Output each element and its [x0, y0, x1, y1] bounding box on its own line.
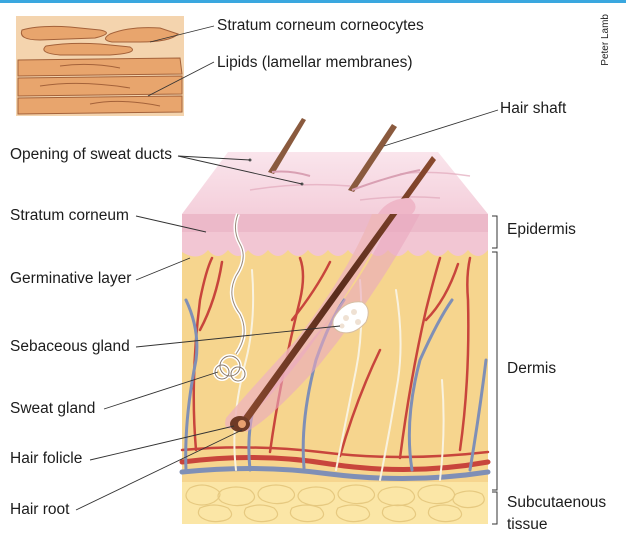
label-epidermis: Epidermis	[507, 221, 576, 238]
label-hair-folicle: Hair folicle	[10, 450, 83, 467]
label-sebaceous-gland: Sebaceous gland	[10, 338, 130, 355]
accent-bar	[0, 0, 626, 3]
hair-shaft	[238, 156, 436, 428]
label-germinative-layer: Germinative layer	[10, 270, 132, 287]
sweat-gland	[213, 213, 247, 383]
credit-text: Peter Lamb	[600, 14, 611, 66]
label-sweat-gland: Sweat gland	[10, 400, 96, 417]
hair-follicle	[225, 214, 420, 432]
label-stratum-corneum: Stratum corneum	[10, 207, 129, 224]
label-hair-root: Hair root	[10, 501, 70, 518]
label-subcutaneous-line2: tissue	[507, 516, 548, 533]
leader-lines	[75, 25, 499, 511]
label-subcutaneous-line1: Subcutaenous	[507, 494, 607, 511]
label-opening-sweat-ducts: Opening of sweat ducts	[10, 146, 172, 163]
surface-hairs	[268, 118, 421, 192]
layer-brackets	[492, 215, 498, 525]
label-dermis: Dermis	[507, 360, 557, 377]
label-lipids: Lipids (lamellar membranes)	[217, 54, 413, 71]
label-hair-shaft: Hair shaft	[500, 100, 567, 117]
corneocyte-inset	[16, 16, 184, 116]
label-stratum-corneum-corneocytes: Stratum corneum corneocytes	[217, 17, 424, 34]
skin-surface	[182, 152, 488, 214]
sebaceous-gland	[332, 301, 369, 334]
